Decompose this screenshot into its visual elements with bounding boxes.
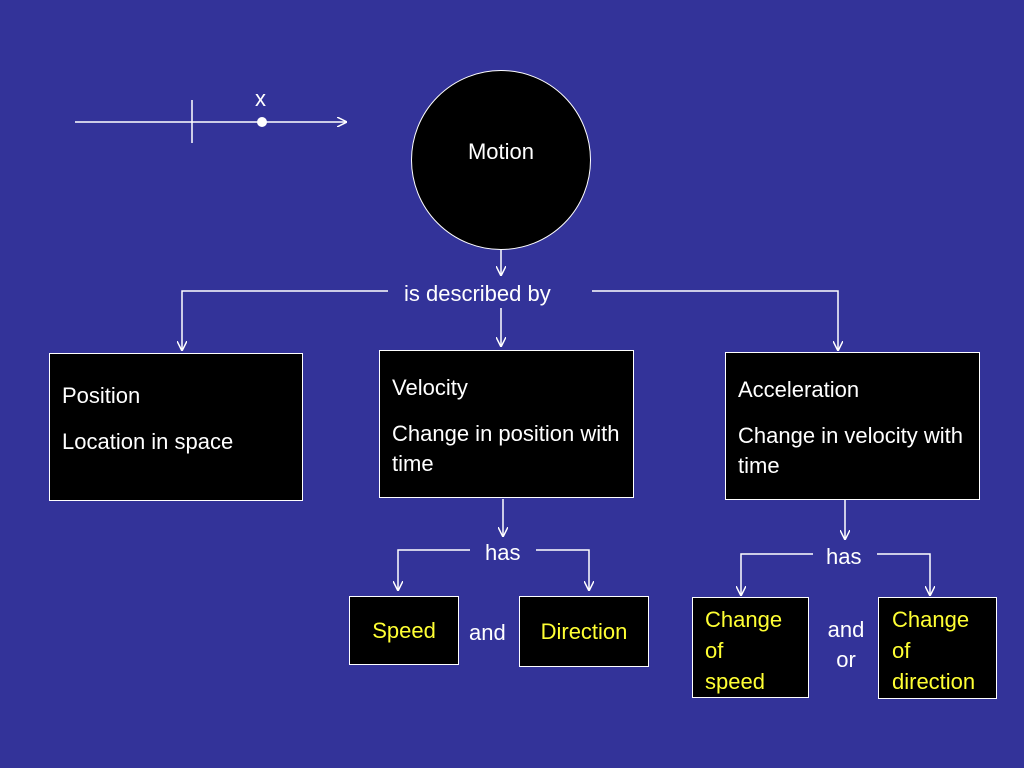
and-or-line-1: and [827,617,865,642]
position-desc: Location in space [62,429,234,454]
speed-label: Speed [372,618,436,643]
motion-node: Motion [411,70,591,250]
described-by-label: is described by [404,281,551,306]
change-of-speed-line-1: Change [705,607,783,632]
change-of-direction-line-1: Change [892,607,970,632]
velocity-has-label: has [485,540,521,565]
acceleration-has-label: has [826,544,862,569]
to-direction-arrow [536,549,589,590]
to-change-speed-arrow [741,553,813,595]
velocity-node: Velocity Change in position with time [379,350,634,498]
to-change-direction-arrow [877,553,930,595]
motion-label: Motion [467,139,535,164]
direction-label: Direction [540,619,628,644]
to-position-arrow [182,290,388,350]
velocity-desc: Change in position with time [392,421,620,476]
position-dot [257,117,267,127]
axis-sketch [75,100,346,143]
to-acceleration-arrow [592,290,838,350]
and-or-line-2: or [836,647,856,672]
change-of-direction-line-2: of [892,638,911,663]
change-of-speed-line-3: speed [705,669,765,694]
and-label: and [469,620,506,645]
acceleration-node: Acceleration Change in velocity with tim… [725,352,980,500]
change-of-direction-node: Change of direction [878,597,997,699]
velocity-title: Velocity [392,375,468,400]
change-of-speed-line-2: of [705,638,724,663]
speed-node: Speed [349,596,459,665]
position-node: Position Location in space [49,353,303,501]
acceleration-desc: Change in velocity with time [738,423,964,478]
acceleration-title: Acceleration [738,377,860,402]
change-of-direction-line-3: direction [892,669,976,694]
to-speed-arrow [398,549,470,590]
direction-node: Direction [519,596,649,667]
axis-x-label: x [255,86,266,111]
and-or-label: and or [818,615,874,675]
change-of-speed-node: Change of speed [692,597,809,698]
position-title: Position [62,383,141,408]
